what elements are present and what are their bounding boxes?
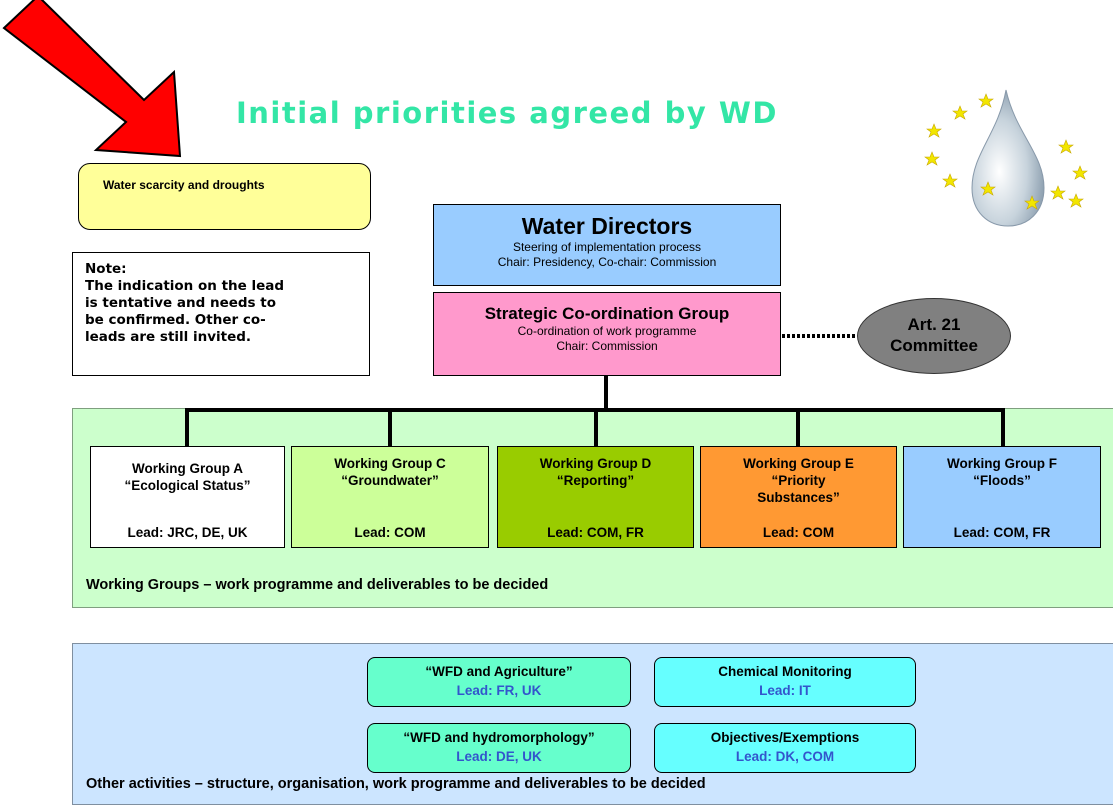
water-directors-box: Water Directors Steering of implementati…: [433, 204, 781, 286]
wg-topic: “Floods”: [973, 473, 1031, 488]
red-arrow-icon: [2, 0, 182, 158]
other-activities-caption: Other activities – structure, organisati…: [86, 776, 706, 792]
wg-name: Working Group C: [334, 456, 446, 471]
working-group-d: Working Group D “Reporting” Lead: COM, F…: [497, 446, 694, 548]
wg-name: Working Group A: [132, 461, 243, 476]
note-box: Note: The indication on the lead is tent…: [72, 252, 370, 376]
water-directors-subtitle: Steering of implementation process: [512, 240, 702, 254]
activity-title: Chemical Monitoring: [718, 664, 852, 679]
note-line: be confirmed. Other co-: [85, 312, 266, 328]
eu-water-drop-logo: [924, 89, 1088, 227]
activity-objectives-exemptions: Objectives/Exemptions Lead: DK, COM: [654, 723, 916, 773]
working-group-f: Working Group F “Floods” Lead: COM, FR: [903, 446, 1101, 548]
activity-wfd-agriculture: “WFD and Agriculture” Lead: FR, UK: [367, 657, 631, 707]
wg-lead: Lead: COM, FR: [953, 525, 1051, 540]
water-directors-title: Water Directors: [521, 213, 693, 239]
note-line: Note:: [85, 261, 127, 277]
wg-lead: Lead: JRC, DE, UK: [127, 525, 248, 540]
water-scarcity-box: Water scarcity and droughts: [78, 163, 371, 230]
activity-lead: Lead: DK, COM: [735, 749, 835, 764]
activity-title: Objectives/Exemptions: [710, 730, 860, 745]
scg-title: Strategic Co-ordination Group: [484, 304, 730, 323]
activity-chemical-monitoring: Chemical Monitoring Lead: IT: [654, 657, 916, 707]
scg-chair: Chair: Commission: [556, 339, 658, 353]
wg-topic: “Reporting”: [556, 473, 635, 488]
activity-lead: Lead: DE, UK: [456, 749, 542, 764]
working-group-e: Working Group E “Priority Substances” Le…: [700, 446, 897, 548]
water-scarcity-label: Water scarcity and droughts: [103, 178, 265, 192]
art21-line: Committee: [890, 336, 978, 355]
art21-line: Art. 21: [907, 315, 961, 334]
note-line: The indication on the lead: [85, 278, 285, 294]
note-line: leads are still invited.: [85, 329, 252, 345]
wg-lead: Lead: COM, FR: [547, 525, 644, 540]
working-group-c: Working Group C “Groundwater” Lead: COM: [291, 446, 489, 548]
working-group-a: Working Group A “Ecological Status” Lead…: [90, 446, 285, 548]
scg-subtitle: Co-ordination of work programme: [517, 324, 697, 338]
activity-wfd-hydromorphology: “WFD and hydromorphology” Lead: DE, UK: [367, 723, 631, 773]
water-directors-chair: Chair: Presidency, Co-chair: Commission: [497, 255, 717, 269]
activity-lead: Lead: IT: [759, 683, 811, 698]
wg-name: Working Group E: [743, 456, 854, 471]
wg-topic: “Groundwater”: [341, 473, 439, 488]
note-line: is tentative and needs to: [85, 295, 277, 311]
page-title: Initial priorities agreed by WD: [236, 96, 778, 130]
wg-topic: “Ecological Status”: [124, 478, 251, 493]
wg-name: Working Group D: [539, 456, 652, 471]
working-groups-caption: Working Groups – work programme and deli…: [86, 577, 549, 593]
wg-topic: Substances”: [757, 490, 840, 505]
wg-lead: Lead: COM: [354, 525, 426, 540]
scg-box: Strategic Co-ordination Group Co-ordinat…: [433, 292, 781, 376]
activity-title: “WFD and hydromorphology”: [403, 730, 595, 745]
wg-name: Working Group F: [947, 456, 1057, 471]
wg-topic: “Priority: [771, 473, 826, 488]
wg-lead: Lead: COM: [762, 525, 835, 540]
art21-committee-ellipse: Art. 21 Committee: [857, 298, 1011, 374]
activity-lead: Lead: FR, UK: [456, 683, 542, 698]
activity-title: “WFD and Agriculture”: [425, 664, 573, 679]
